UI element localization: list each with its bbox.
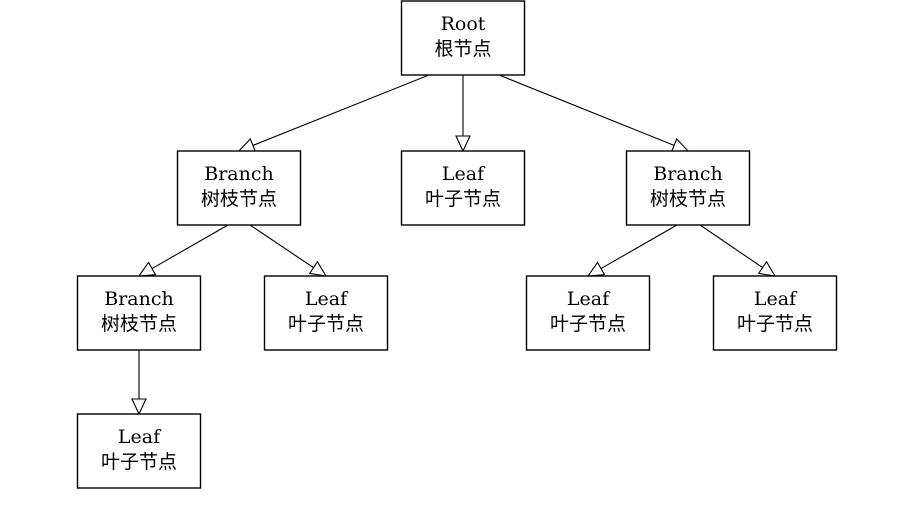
node-box [263,275,389,351]
node-root: Root 根节点 [400,0,526,76]
node-label-en: Branch [104,288,174,310]
node-branch-3: Branch 树枝节点 [76,275,202,351]
node-label-zh: 树枝节点 [650,188,726,210]
arrow-head-icon [137,261,157,277]
edge-line [600,224,678,270]
edge-root-to-branch-1 [237,74,430,153]
edge-line [252,74,430,146]
node-label-en: Leaf [305,288,349,310]
arrow-head-icon [131,398,147,416]
node-label-zh: 叶子节点 [101,451,177,473]
node-leaf-4: Leaf 叶子节点 [712,275,838,351]
node-label-zh: 叶子节点 [550,313,626,335]
node-label-zh: 树枝节点 [201,188,277,210]
node-box [525,275,651,351]
arrow-head-icon [308,260,328,277]
node-box [712,275,838,351]
edge-line [249,224,314,269]
node-leaf-5: Leaf 叶子节点 [76,413,202,489]
edge-line [498,74,675,146]
edge-branch-2-to-leaf-3 [586,224,678,277]
edge-root-to-leaf-1 [455,75,471,153]
node-label-zh: 叶子节点 [288,313,364,335]
node-label-en: Branch [653,163,723,185]
arrow-head-icon [455,135,471,153]
node-box [625,150,751,226]
nodes-layer: Root根节点Branch树枝节点Leaf叶子节点Branch树枝节点Branc… [76,0,838,489]
node-box [76,275,202,351]
arrow-head-icon [586,261,606,277]
edge-branch-2-to-leaf-4 [699,224,777,277]
edge-branch-1-to-leaf-2 [249,224,328,277]
node-leaf-1: Leaf 叶子节点 [400,150,526,226]
node-label-zh: 根节点 [434,38,491,60]
node-label-en: Leaf [442,163,486,185]
edge-branch-1-to-branch-3 [137,224,229,277]
node-label-zh: 叶子节点 [425,188,501,210]
node-label-zh: 叶子节点 [737,313,813,335]
node-box [400,150,526,226]
node-label-en: Root [441,13,486,35]
arrow-head-icon [237,137,257,153]
node-label-zh: 树枝节点 [101,313,177,335]
arrow-head-icon [670,137,690,153]
edge-branch-3-to-leaf-5 [131,350,147,416]
node-label-en: Leaf [754,288,798,310]
node-label-en: Leaf [567,288,611,310]
node-branch-2: Branch 树枝节点 [625,150,751,226]
arrow-head-icon [757,260,777,277]
node-branch-1: Branch 树枝节点 [176,150,302,226]
edge-line [699,224,763,269]
node-box [400,0,526,76]
edge-root-to-branch-2 [498,74,690,153]
node-box [176,150,302,226]
node-label-en: Branch [204,163,274,185]
edge-line [151,224,229,270]
node-leaf-3: Leaf 叶子节点 [525,275,651,351]
node-box [76,413,202,489]
node-leaf-2: Leaf 叶子节点 [263,275,389,351]
edges-layer [131,74,777,416]
node-label-en: Leaf [118,426,162,448]
